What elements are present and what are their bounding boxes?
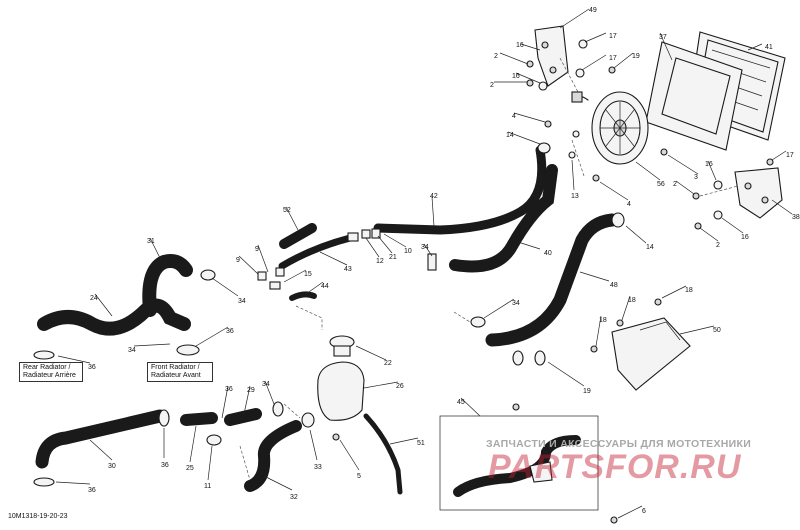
callout-42: 42 [430, 193, 438, 200]
callout-24: 24 [90, 295, 98, 302]
radiator-shroud [645, 41, 743, 151]
callout-38: 38 [792, 214, 800, 221]
cooling-fan [571, 91, 649, 165]
fasteners [332, 39, 774, 524]
callout-34: 34 [128, 347, 136, 354]
coolant-reservoir [317, 335, 403, 495]
callout-4: 4 [512, 113, 516, 120]
rear-radiator-note-line-1: Rear Radiator / [23, 364, 71, 371]
callout-34: 34 [512, 300, 520, 307]
callout-48: 48 [610, 282, 618, 289]
callout-50: 50 [713, 327, 721, 334]
callout-18: 18 [628, 297, 636, 304]
front-radiator-note-line-2: Radiateur Avant [151, 372, 201, 379]
callout-32: 32 [290, 494, 298, 501]
callout-4: 4 [627, 201, 631, 208]
hose-24-31 [37, 254, 193, 336]
callout-16: 16 [512, 73, 520, 80]
hose-48 [485, 213, 619, 347]
callout-34: 34 [421, 244, 429, 251]
callout-15: 15 [304, 271, 312, 278]
callout-19: 19 [583, 388, 591, 395]
rear-radiator-note-line-2: Radiateur Arrière [23, 372, 76, 379]
callout-9: 9 [236, 257, 240, 264]
callout-44: 44 [321, 283, 329, 290]
callout-36: 36 [88, 487, 96, 494]
callout-16: 16 [705, 161, 713, 168]
callout-26: 26 [396, 383, 404, 390]
leader-lines [55, 8, 793, 519]
callout-33: 33 [314, 464, 322, 471]
callout-25: 25 [186, 465, 194, 472]
clamps [33, 142, 625, 487]
callout-14: 14 [646, 244, 654, 251]
callout-2: 2 [494, 53, 498, 60]
callout-17: 17 [786, 152, 794, 159]
callout-13: 13 [571, 193, 579, 200]
rear-radiator-note: Rear Radiator / Radiateur Arrière [19, 362, 83, 382]
watermark-brand: PARTSFOR.RU [488, 448, 742, 486]
callout-51: 51 [417, 440, 425, 447]
front-radiator-note-line-1: Front Radiator / [151, 364, 200, 371]
fan-bracket-top [534, 25, 569, 87]
callout-21: 21 [389, 254, 397, 261]
hose-40 [449, 164, 558, 273]
callout-41: 41 [765, 44, 773, 51]
callout-2: 2 [490, 82, 494, 89]
callout-36: 36 [225, 386, 233, 393]
callout-36: 36 [88, 364, 96, 371]
callout-45: 45 [457, 399, 465, 406]
callout-12: 12 [376, 258, 384, 265]
callout-31: 31 [147, 238, 155, 245]
callout-17: 17 [609, 33, 617, 40]
callout-11: 11 [204, 483, 211, 490]
callout-14: 14 [506, 132, 514, 139]
small-fittings [257, 228, 437, 290]
hose-30 [35, 409, 167, 469]
callout-36: 36 [161, 462, 169, 469]
inset-45 [439, 415, 599, 511]
callout-52: 52 [283, 207, 291, 214]
callout-22: 22 [384, 360, 392, 367]
callout-17: 17 [609, 55, 617, 62]
watermark-tagline: ЗАПЧАСТИ И АКСЕССУАРЫ ДЛЯ МОТОТЕХНИКИ [486, 438, 752, 450]
hose-43 [278, 234, 354, 270]
hose-32 [244, 420, 302, 492]
callout-29: 29 [247, 387, 255, 394]
callout-40: 40 [544, 250, 552, 257]
callout-16: 16 [516, 42, 524, 49]
hose-29 [180, 408, 262, 426]
callout-56: 56 [657, 181, 665, 188]
callout-2: 2 [716, 242, 720, 249]
front-radiator-note: Front Radiator / Radiateur Avant [147, 362, 213, 382]
callout-9: 9 [255, 246, 259, 253]
callout-43: 43 [344, 266, 352, 273]
callout-19: 19 [632, 53, 640, 60]
callout-18: 18 [599, 317, 607, 324]
callout-34: 34 [262, 381, 270, 388]
callout-18: 18 [685, 287, 693, 294]
hose-42 [373, 145, 547, 235]
hose-52 [279, 223, 317, 249]
callout-10: 10 [404, 248, 412, 255]
callout-5: 5 [357, 473, 361, 480]
callout-37: 37 [659, 34, 667, 41]
callout-3: 3 [694, 174, 698, 181]
callout-36: 36 [226, 328, 234, 335]
drawing-code: 10M1318-19-20-23 [8, 513, 68, 520]
callout-16: 16 [741, 234, 749, 241]
callout-2: 2 [673, 181, 677, 188]
callout-6: 6 [642, 508, 646, 515]
callout-34: 34 [238, 298, 246, 305]
callout-49: 49 [589, 7, 597, 14]
bracket-50 [611, 317, 691, 391]
callout-30: 30 [108, 463, 116, 470]
hose-44 [289, 291, 317, 301]
fan-bracket-right [734, 167, 783, 219]
